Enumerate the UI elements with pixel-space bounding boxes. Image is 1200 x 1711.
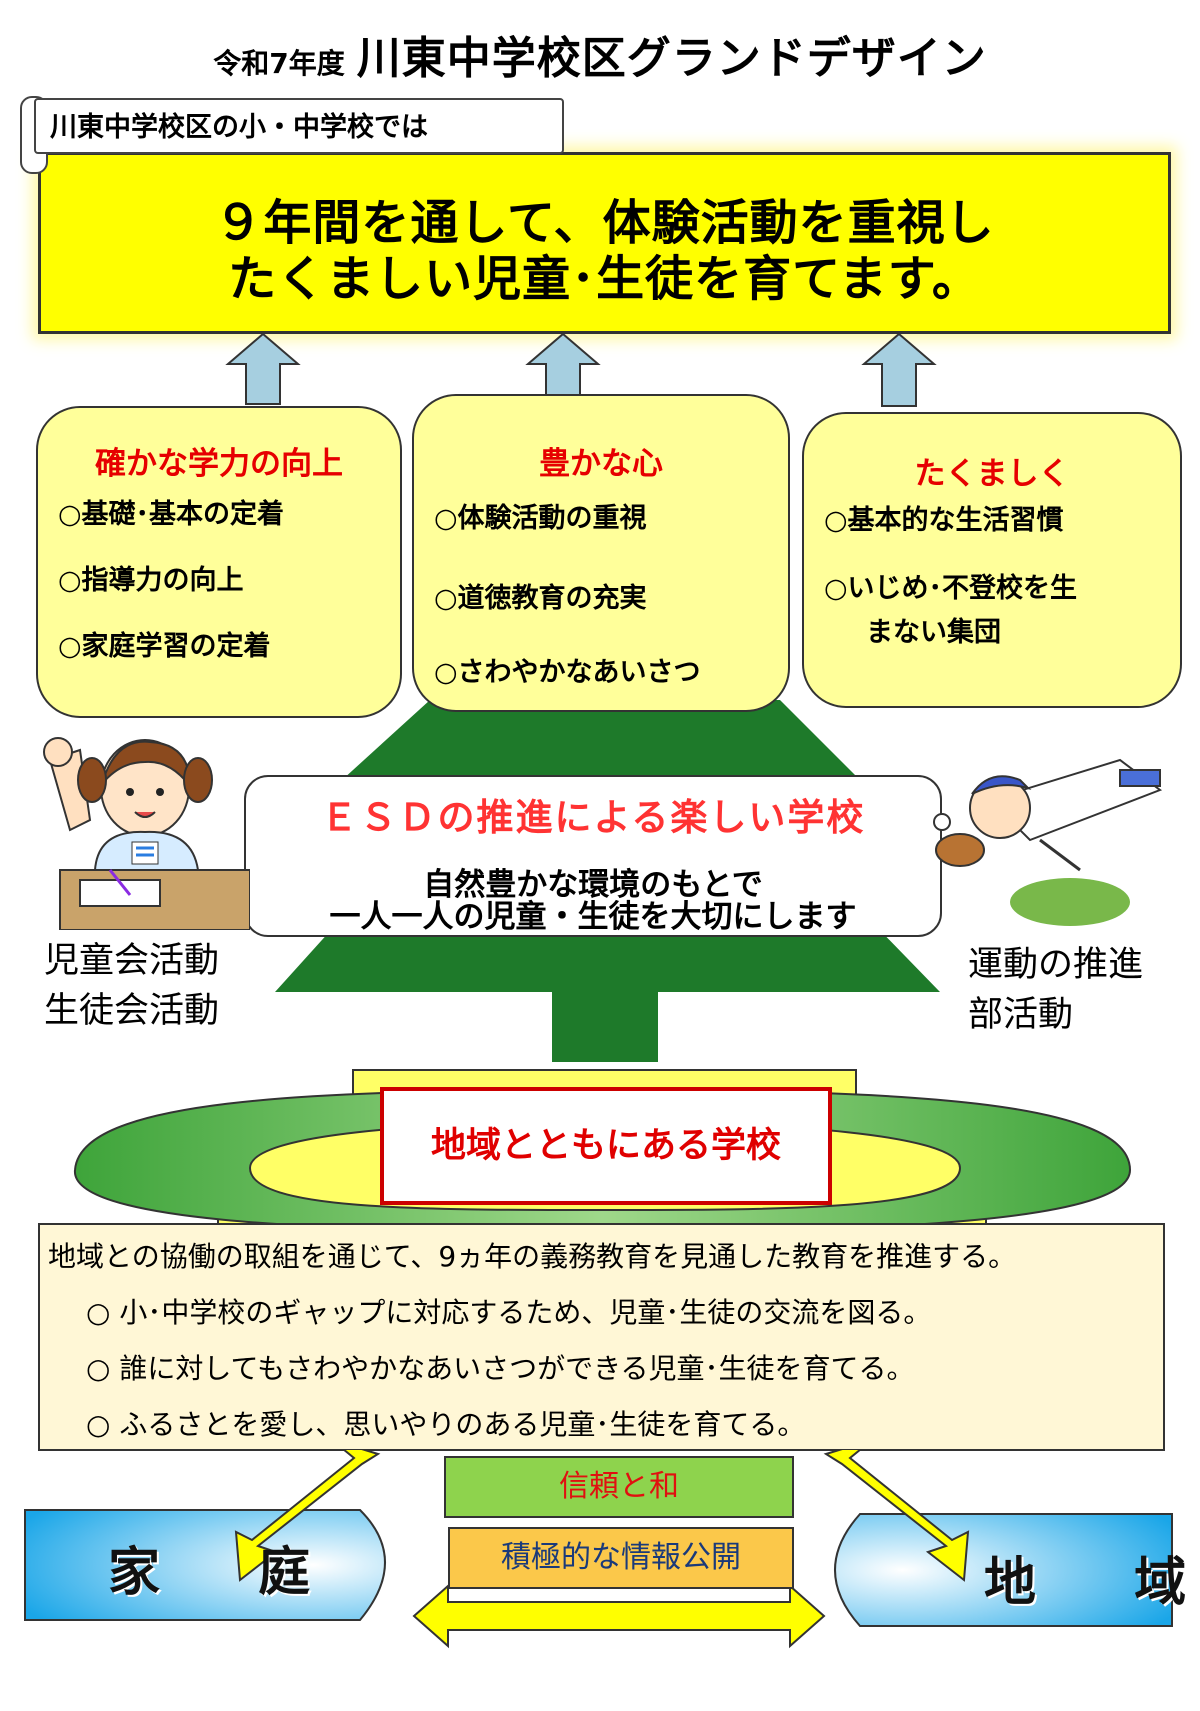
- pillar-title: 豊かな心: [539, 446, 663, 482]
- left-activity-1: 児童会活動: [44, 941, 220, 981]
- right-activity-2: 部活動: [968, 995, 1074, 1035]
- pillar-item: ○基本的な生活習慣: [824, 505, 1064, 536]
- up-arrow-icon: [525, 332, 601, 401]
- right-activity-1: 運動の推進: [968, 945, 1144, 985]
- page-title: 令和7年度川東中学校区グランドデザイン: [0, 22, 1200, 84]
- mission-intro-label: 川東中学校区の小・中学校では: [34, 98, 564, 154]
- policy-lead: 地域との協働の取組を通じて、9ヵ年の義務教育を見通した教育を推進する。: [48, 1240, 1017, 1273]
- esd-line-2: 一人一人の児童・生徒を大切にします: [329, 899, 857, 935]
- esd-title: ＥＳＤの推進による楽しい学校: [320, 796, 866, 839]
- region-shape: [834, 1513, 1173, 1627]
- horizontal-double-arrow-icon: [412, 1583, 826, 1649]
- student-illustration: [43, 737, 250, 930]
- pillar-item: ○指導力の向上: [58, 565, 244, 596]
- policy-box: 地域との協働の取組を通じて、9ヵ年の義務教育を見通した教育を推進する。 ○ 小･…: [38, 1223, 1165, 1451]
- policy-item: ○ 小･中学校のギャップに対応するため、児童･生徒の交流を図る。: [86, 1296, 932, 1329]
- pillar-item: ○道徳教育の充実: [434, 583, 647, 614]
- pillar-heart: 豊かな心 ○体験活動の重視 ○道徳教育の充実 ○さわやかなあいさつ: [412, 394, 790, 712]
- pillar-item: まない集団: [866, 617, 1001, 648]
- pillar-item: ○体験活動の重視: [434, 503, 647, 534]
- pillar-item: ○いじめ･不登校を生: [824, 573, 1078, 604]
- mission-box: ９年間を通して、体験活動を重視し たくましい児童･生徒を育てます。: [38, 152, 1171, 334]
- tree-trunk: [552, 990, 658, 1062]
- pillar-title: 確かな学力の向上: [95, 446, 343, 482]
- esd-box: ＥＳＤの推進による楽しい学校 自然豊かな環境のもとで 一人一人の児童・生徒を大切…: [244, 775, 942, 937]
- double-arrow-icon: [234, 1450, 381, 1582]
- title-text: 川東中学校区グランドデザイン: [356, 33, 987, 84]
- pillar-title: たくましく: [914, 456, 1070, 492]
- pillar-item: ○さわやかなあいさつ: [434, 657, 701, 688]
- mission-line-2: たくましい児童･生徒を育てます。: [228, 251, 981, 307]
- pillar-strength: たくましく ○基本的な生活習慣 ○いじめ･不登校を生 まない集団: [802, 412, 1182, 708]
- tree-bottom-tier: [275, 920, 940, 992]
- baseball-player-icon: [933, 758, 1163, 926]
- up-arrow-icon: [225, 332, 301, 405]
- info-disclosure-box: 積極的な情報公開: [448, 1527, 794, 1589]
- policy-item: ○ 誰に対してもさわやかなあいさつができる児童･生徒を育てる。: [86, 1352, 915, 1385]
- home-shape: [24, 1509, 386, 1621]
- community-school-box: 地域とともにある学校: [380, 1087, 832, 1205]
- home-label: 家 庭: [108, 1543, 351, 1603]
- double-arrow-icon: [823, 1450, 970, 1582]
- baseball-player-illustration: [933, 758, 1163, 926]
- student-icon: [43, 737, 250, 930]
- year-label: 令和7年度: [213, 47, 345, 80]
- trust-box: 信頼と和: [444, 1456, 794, 1518]
- policy-item: ○ ふるさとを愛し、思いやりのある児童･生徒を育てる。: [86, 1408, 806, 1441]
- left-activity-2: 生徒会活動: [44, 991, 220, 1031]
- region-label: 地 域: [984, 1553, 1186, 1613]
- up-arrow-icon: [861, 332, 937, 407]
- pillar-item: ○家庭学習の定着: [58, 631, 271, 662]
- up-arrows: [225, 332, 937, 407]
- pillar-item: ○基礎･基本の定着: [58, 499, 285, 530]
- pillar-academic: 確かな学力の向上 ○基礎･基本の定着 ○指導力の向上 ○家庭学習の定着: [36, 406, 402, 718]
- bottom-graphics: [24, 1450, 1173, 1649]
- mission-line-1: ９年間を通して、体験活動を重視し: [214, 195, 995, 251]
- esd-line-1: 自然豊かな環境のもとで: [423, 867, 763, 903]
